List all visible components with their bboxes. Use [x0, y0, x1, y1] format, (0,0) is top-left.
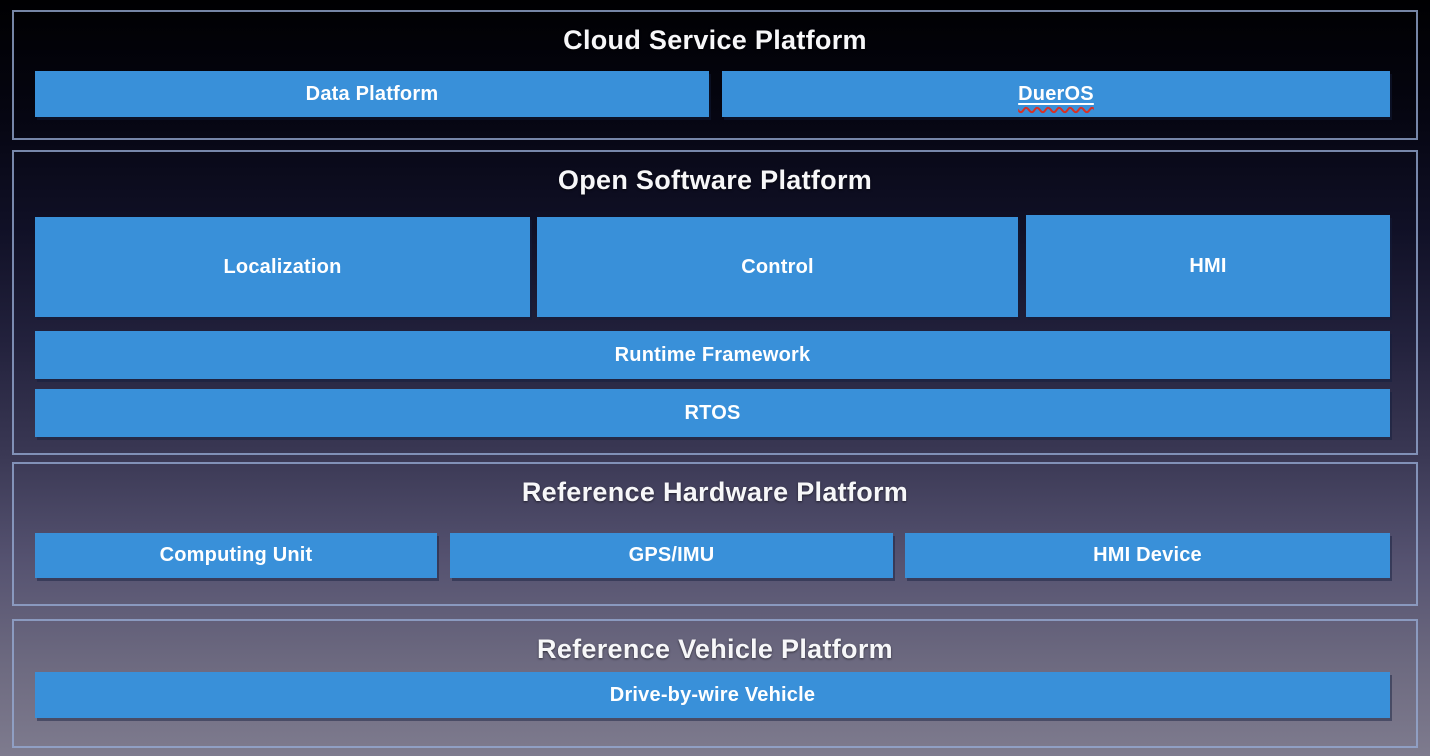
- spellcheck-wavy-underline: DuerOS: [1018, 83, 1094, 106]
- block-label: Computing Unit: [159, 544, 313, 566]
- block-runtime-framework: Runtime Framework: [35, 331, 1390, 379]
- block-label: Drive-by-wire Vehicle: [609, 683, 816, 706]
- block-hmi-device: HMI Device: [905, 533, 1390, 578]
- section-title-software: Open Software Platform: [557, 165, 873, 195]
- block-label: Control: [741, 255, 814, 278]
- block-label: RTOS: [684, 401, 741, 424]
- block-computing-unit: Computing Unit: [35, 533, 437, 578]
- block-label: Data Platform: [305, 82, 439, 105]
- section-title-hardware: Reference Hardware Platform: [521, 477, 909, 507]
- section-title-cloud: Cloud Service Platform: [563, 25, 867, 55]
- block-label: HMI: [1189, 254, 1227, 277]
- block-data-platform: Data Platform: [35, 71, 709, 117]
- block-control: Control: [537, 217, 1018, 317]
- section-title-vehicle: Reference Vehicle Platform: [537, 634, 893, 664]
- block-dueros: DuerOS: [722, 71, 1390, 117]
- section-cloud-service-platform: Cloud Service Platform Data Platform Due…: [12, 10, 1418, 140]
- block-rtos: RTOS: [35, 389, 1390, 437]
- block-localization: Localization: [35, 217, 530, 317]
- section-open-software-platform: Open Software Platform Localization Cont…: [12, 150, 1418, 455]
- section-reference-hardware-platform: Reference Hardware Platform Computing Un…: [12, 462, 1418, 606]
- block-drive-by-wire-vehicle: Drive-by-wire Vehicle: [35, 672, 1390, 718]
- block-label: GPS/IMU: [628, 544, 715, 566]
- block-label: HMI Device: [1093, 544, 1202, 566]
- section-reference-vehicle-platform: Reference Vehicle Platform Drive-by-wire…: [12, 619, 1418, 748]
- block-label: Runtime Framework: [614, 343, 811, 366]
- block-label: DuerOS: [1018, 82, 1094, 105]
- block-gps-imu: GPS/IMU: [450, 533, 893, 578]
- block-hmi: HMI: [1026, 215, 1390, 317]
- block-label: Localization: [223, 255, 342, 278]
